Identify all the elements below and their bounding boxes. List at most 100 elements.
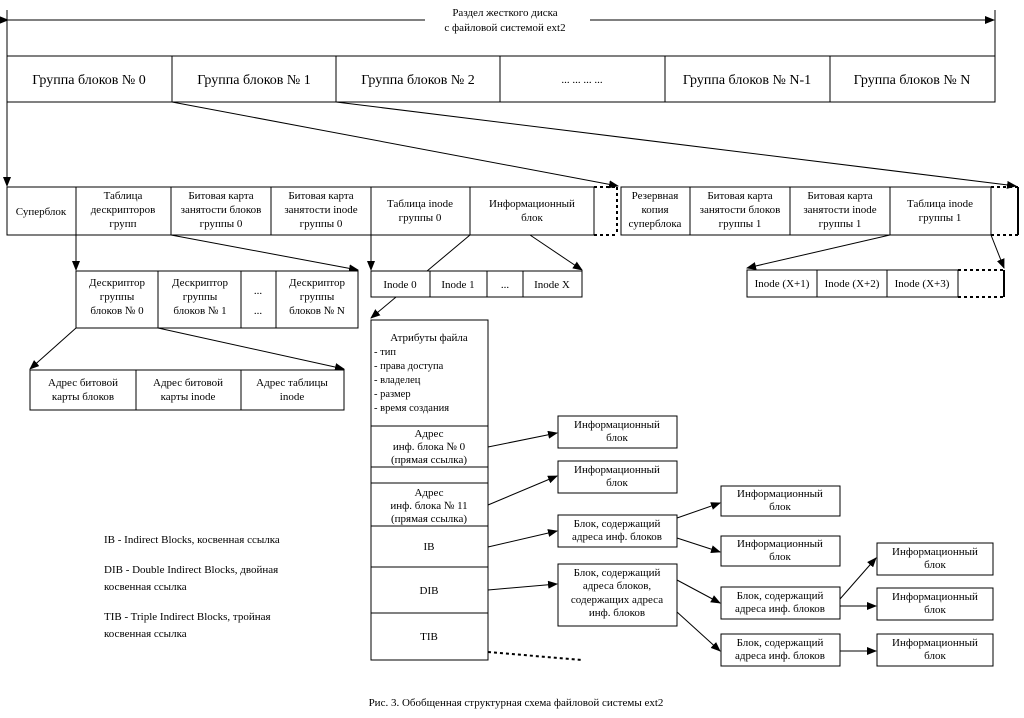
indirect-block-dib-2: Блок, содержащий адреса инф. блоков: [720, 633, 841, 667]
info-block-g-line-1: Информационный: [892, 637, 978, 649]
descriptor-n-line-2: группы: [300, 291, 335, 303]
block-bitmap-1-label-1: Битовая карта: [707, 190, 772, 202]
legend-tib-line-2: косвенная ссылка: [104, 628, 187, 640]
info-block-b-line-1: Информационный: [574, 464, 660, 476]
inode-detail: Атрибуты файла - тип - права доступа - в…: [370, 319, 489, 661]
block-bitmap-0-label-1: Битовая карта: [188, 190, 253, 202]
inode-table-0-label-1: Таблица inode: [387, 198, 453, 210]
info-block-a: Информационный блок: [557, 415, 678, 449]
info-block-b: Информационный блок: [557, 460, 678, 494]
indirect-block-ib: Блок, содержащий адреса инф. блоков: [557, 514, 678, 548]
block-bitmap-1-label-2: занятости блоков: [700, 204, 781, 216]
info-block-c-line-2: блок: [769, 501, 791, 513]
inode-bitmap-1-label-1: Битовая карта: [807, 190, 872, 202]
info-block-0-label-1: Информационный: [489, 198, 575, 210]
info-block-g: Информационный блок: [876, 633, 994, 667]
ib-entry: IB: [424, 541, 435, 553]
inode-table-1-label-1: Таблица inode: [907, 198, 973, 210]
double-indirect-block: Блок, содержащий адреса блоков, содержащ…: [557, 563, 678, 627]
indirect-block-dib-1-line-2: адреса инф. блоков: [735, 603, 825, 615]
descriptor-arrow-right: [157, 327, 345, 371]
field-block-bitmap-line-1: Адрес битовой: [48, 377, 118, 389]
inode-attr-permissions: - права доступа: [374, 361, 444, 372]
inode-x-plus-2: Inode (X+2): [825, 278, 880, 290]
block-group-n: Группа блоков № N: [854, 73, 971, 88]
group-expansion-arrows: [3, 101, 1017, 189]
inode-bitmap-1-label-3: группы 1: [819, 218, 862, 230]
field-block-bitmap-line-2: карты блоков: [52, 391, 114, 403]
info-block-e-line-2: блок: [924, 559, 946, 571]
info-block-f-line-1: Информационный: [892, 591, 978, 603]
inode-ellipsis: ...: [501, 279, 510, 291]
info-block-e: Информационный блок: [876, 542, 994, 576]
info-block-0-label-2: блок: [521, 212, 543, 224]
inode-attr-type: - тип: [374, 347, 396, 358]
field-inode-table-line-1: Адрес таблицы: [256, 377, 328, 389]
inode-attr-ctime: - время создания: [374, 403, 449, 414]
inode-attr-size: - размер: [374, 389, 411, 400]
figure-caption: Рис. 3. Обобщенная структурная схема фай…: [369, 697, 664, 709]
indirect-block-ib-line-2: адреса инф. блоков: [572, 531, 662, 543]
info-block-d: Информационный блок: [720, 535, 841, 567]
inode-table-0-label-2: группы 0: [399, 212, 442, 224]
dib-block-line-3: содержащих адреса: [571, 594, 663, 606]
field-inode-bitmap-line-2: карты inode: [161, 391, 216, 403]
indirect-block-dib-1-line-1: Блок, содержащий: [737, 590, 824, 602]
info-block-a-line-2: блок: [606, 432, 628, 444]
descriptor-table-label-3: групп: [109, 218, 136, 230]
direct-block-0-line-1: Адрес: [414, 428, 443, 440]
legend-ib: IB - Indirect Blocks, косвенная ссылка: [104, 534, 280, 546]
block-groups-row: Группа блоков № 0 Группа блоков № 1 Груп…: [6, 55, 996, 103]
inode-x-plus-1: Inode (X+1): [755, 278, 810, 290]
direct-block-11-line-2: инф. блока № 11: [390, 500, 467, 512]
block-group-ellipsis: ... ... ... ...: [561, 74, 603, 86]
dib-block-line-1: Блок, содержащий: [574, 567, 661, 579]
info-block-a-line-1: Информационный: [574, 419, 660, 431]
direct-block-0-line-2: инф. блока № 0: [393, 441, 466, 453]
partition-title-line-2: с файловой системой ext2: [444, 22, 565, 34]
tib-entry: TIB: [420, 631, 438, 643]
descriptor-1-line-2: группы: [183, 291, 218, 303]
field-inode-table-line-2: inode: [280, 391, 305, 403]
inodes-group1: Inode (X+1) Inode (X+2) Inode (X+3): [746, 269, 1005, 298]
block-group-1: Группа блоков № 1: [197, 73, 311, 88]
block-bitmap-0-label-3: группы 0: [200, 218, 243, 230]
group0-structure: Суперблок Таблица дескрипторов групп Бит…: [6, 186, 618, 236]
indirect-block-dib-2-line-2: адреса инф. блоков: [735, 650, 825, 662]
descriptor-table-label-2: дескрипторов: [91, 204, 156, 216]
indirect-block-ib-line-1: Блок, содержащий: [574, 518, 661, 530]
descriptor-ellipsis-2: ...: [254, 305, 263, 317]
legend: IB - Indirect Blocks, косвенная ссылка D…: [104, 534, 280, 640]
block-bitmap-0-label-2: занятости блоков: [181, 204, 262, 216]
descriptor-1-line-3: блоков № 1: [173, 305, 226, 317]
inode-pointer-arrows: [487, 430, 877, 661]
direct-block-11-line-3: (прямая ссылка): [391, 513, 467, 525]
group1-structure: Резервная копия суперблока Битовая карта…: [620, 186, 1019, 236]
descriptor-n-line-3: блоков № N: [289, 305, 345, 317]
inode-bitmap-0-label-3: группы 0: [300, 218, 343, 230]
descriptor-0-line-1: Дескриптор: [89, 277, 145, 289]
block-bitmap-1-label-3: группы 1: [719, 218, 762, 230]
group-descriptors: Дескриптор группы блоков № 0 Дескриптор …: [75, 270, 359, 329]
superblock-label: Суперблок: [16, 206, 67, 218]
block-group-2: Группа блоков № 2: [361, 73, 475, 88]
descriptor-n-line-1: Дескриптор: [289, 277, 345, 289]
descriptor-0-line-3: блоков № 0: [90, 305, 144, 317]
dib-entry: DIB: [420, 585, 439, 597]
partition-header: Раздел жесткого диска с файловой системо…: [0, 7, 996, 56]
inode-bitmap-1-label-2: занятости inode: [803, 204, 876, 216]
block-group-n-minus-1: Группа блоков № N-1: [683, 73, 811, 88]
info-block-d-line-2: блок: [769, 551, 791, 563]
info-block-b-line-2: блок: [606, 477, 628, 489]
info-block-c-line-1: Информационный: [737, 488, 823, 500]
field-inode-bitmap-line-1: Адрес битовой: [153, 377, 223, 389]
info-block-f-line-2: блок: [924, 604, 946, 616]
info-block-g-line-2: блок: [924, 650, 946, 662]
partition-title-line-1: Раздел жесткого диска: [452, 7, 557, 19]
inode-attr-owner: - владелец: [374, 375, 421, 386]
legend-dib-line-1: DIB - Double Indirect Blocks, двойная: [104, 564, 278, 576]
dib-block-line-2: адреса блоков,: [583, 580, 652, 592]
indirect-block-dib-2-line-1: Блок, содержащий: [737, 637, 824, 649]
superblock-copy-label-1: Резервная: [632, 190, 679, 202]
direct-block-11-line-1: Адрес: [414, 487, 443, 499]
